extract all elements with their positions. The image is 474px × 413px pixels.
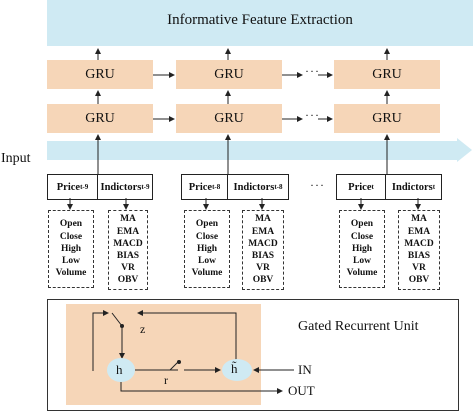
price-text: Price [56,181,81,193]
indicator-item-obv: OBV [117,275,139,286]
price-item-low: Low [62,256,80,267]
indicators-text: Indictors [100,181,142,193]
in-label: IN [298,362,312,377]
price-item-close: Close [59,231,83,242]
indicators-subscript: t-9 [141,183,150,191]
r-label: r [164,373,168,387]
feedback-arrow [137,310,237,360]
gru-block-bottom-1: GRU [47,104,153,133]
price-list-2: Open Close High Low Volume [184,210,230,288]
indicator-item-ma: MA [255,214,271,225]
price-item-open: Open [195,219,219,230]
gru-block-bottom-3: GRU [334,104,440,133]
diagram-title: Informative Feature Extraction [167,12,353,28]
indicator-list-1: MA EMA MACD BIAS VR OBV [108,210,148,290]
h-label: h [116,362,123,377]
input-arrow-head [457,138,472,162]
gru-unit-cell [66,304,261,405]
gru-label: GRU [85,66,115,82]
price-item-volume: Volume [55,268,87,279]
gru-label: GRU [214,66,244,82]
indicators-text: Indictors [233,181,275,193]
indicator-item-vr: VR [412,263,426,274]
indicator-item-macd: MACD [113,238,143,249]
price-item-high: High [196,243,218,254]
z-gate-dot [120,324,124,328]
indicator-item-bias: BIAS [407,251,431,261]
indicator-item-macd: MACD [404,238,434,249]
indicators-subscript: t [432,183,436,191]
loop-arrow [92,310,109,371]
price-item-open: Open [59,219,83,230]
gru-block-top-2: GRU [176,60,282,89]
price-item-close: Close [350,231,374,242]
price-item-volume: Volume [346,268,378,279]
r-gate-dot [177,360,181,364]
price-subscript: t-8 [212,183,221,191]
indicators-subscript: t-8 [274,183,283,191]
price-item-low: Low [353,256,371,267]
indicator-item-macd: MACD [248,238,278,249]
indicator-item-obv: OBV [408,275,430,286]
z-label: z [140,322,146,336]
gru-block-top-1: GRU [47,60,153,89]
price-subscript: t [371,183,374,191]
price-item-high: High [60,243,82,254]
indicator-list-2: MA EMA MACD BIAS VR OBV [242,210,284,290]
price-item-close: Close [195,231,219,242]
gru-label: GRU [372,110,402,126]
indicator-item-obv: OBV [252,275,274,286]
h-tilde-label: h̃ [231,361,238,376]
price-item-low: Low [198,256,216,267]
price-item-high: High [351,243,373,254]
ellipsis-features: ··· [310,178,325,192]
r-switch [169,361,179,371]
price-text: Price [188,181,213,193]
indicator-item-ema: EMA [407,226,431,237]
price-text: Price [348,181,372,193]
gru-label: GRU [372,66,402,82]
title-band [47,0,473,46]
gru-block-top-3: GRU [334,60,440,89]
input-label: Input [1,151,31,166]
price-list-1: Open Close High Low Volume [48,210,94,288]
price-list-3: Open Close High Low Volume [339,210,385,288]
price-item-volume: Volume [191,268,223,279]
gru-label: GRU [214,110,244,126]
z-switch [111,312,123,327]
indicator-item-ema: EMA [251,226,275,237]
indicator-item-ma: MA [411,214,427,225]
indicator-item-vr: VR [121,263,135,274]
h-tilde-node [222,359,252,381]
indicator-item-bias: BIAS [251,251,275,261]
indicator-item-bias: BIAS [116,251,140,261]
indicator-item-vr: VR [256,263,270,274]
gru-block-bottom-2: GRU [176,104,282,133]
indicator-item-ema: EMA [116,226,140,237]
price-item-open: Open [350,219,374,230]
gru-label: GRU [85,110,115,126]
input-band [47,141,457,160]
indicators-text: Indictors [391,181,433,193]
ellipsis-top: ··· [305,64,320,78]
price-subscript: t-9 [80,183,89,191]
indicator-item-ma: MA [120,214,136,225]
h-node [107,358,135,382]
ellipsis-middle: ··· [305,108,320,122]
gru-unit-title: Gated Recurrent Unit [298,319,419,334]
indicator-list-3: MA EMA MACD BIAS VR OBV [398,210,440,290]
out-arrow [120,382,283,394]
out-label: OUT [288,383,315,398]
